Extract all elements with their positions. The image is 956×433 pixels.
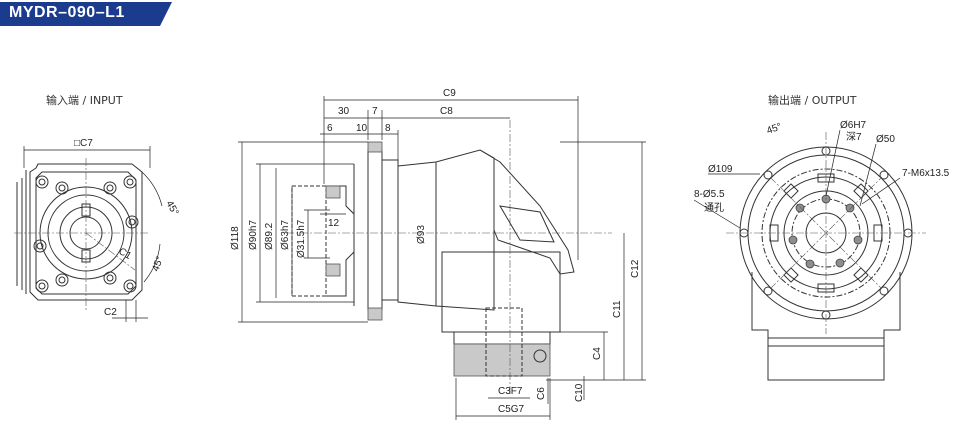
o63-label: Ø63h7: [280, 220, 291, 250]
input-bolts: [33, 175, 139, 293]
input-flange-outline: [29, 163, 143, 301]
angle-arc-top: [141, 171, 163, 207]
angle-bottom-label: 45°: [150, 255, 166, 273]
gearbox-body: [397, 149, 495, 311]
angle-arc-bottom: [143, 243, 161, 283]
through-hole-label: 通孔: [704, 202, 724, 214]
c9-label: C9: [443, 88, 456, 99]
c6-label: C6: [536, 387, 547, 400]
output-view-title: 输出端 / OUTPUT: [768, 94, 857, 107]
elbow-window: [499, 205, 555, 243]
o109-label: Ø109: [708, 164, 733, 175]
adapter-profile: [326, 185, 355, 297]
c2-label: C2: [104, 307, 117, 318]
o31-label: Ø31.5h7: [296, 219, 307, 258]
c10-label: C10: [574, 383, 585, 402]
depth-label: 深7: [846, 131, 862, 143]
elbow-housing: [479, 149, 575, 275]
output-pin-hole: [533, 349, 547, 363]
dim-6-label: 6: [327, 123, 333, 134]
output-housing: [441, 251, 561, 333]
o6-label: Ø6H7: [840, 120, 867, 131]
o50-label: Ø50: [876, 134, 895, 145]
flange-section-bottom: [367, 307, 383, 321]
dim-12-label: 12: [328, 218, 340, 229]
flange-section-top: [367, 141, 383, 153]
c12-label: C12: [630, 259, 641, 278]
dim-8-label: 8: [385, 123, 391, 134]
flange-collar: [381, 159, 399, 301]
o55-label: 8-Ø5.5: [694, 189, 725, 200]
input-view: □C7 45° 45° C1 C2: [14, 138, 180, 322]
output-diagonal-2: [769, 176, 883, 290]
c3-label: C3F7: [498, 386, 523, 397]
c1-label: C1: [117, 246, 134, 262]
output-view: 45° Ø6H7 深7 Ø50 Ø109 7-M6x13.5 8-Ø5.5 通孔: [693, 120, 950, 381]
c8-label: C8: [440, 106, 453, 117]
o90-label: Ø90h7: [248, 220, 259, 250]
output-angle-label: 45°: [765, 121, 783, 137]
input-diagonal: [85, 232, 136, 271]
angle-top-label: 45°: [163, 199, 180, 218]
dim-10-label: 10: [356, 123, 368, 134]
dim-7-label: 7: [372, 106, 378, 117]
adapter-section-bottom: [325, 263, 341, 277]
o118-label: Ø118: [230, 226, 241, 250]
input-view-title: 输入端 / INPUT: [46, 94, 123, 107]
badge-background: [0, 2, 172, 26]
side-view: C9 C8 30 7 6 10 8 Ø118 Ø90h7 Ø89.2 Ø63h7…: [230, 88, 646, 420]
dim-30-label: 30: [338, 106, 350, 117]
c5-label: C5G7: [498, 404, 525, 415]
m6-label: 7-M6x13.5: [902, 168, 950, 179]
output-lower-housing: [751, 272, 901, 381]
output-shaft-hidden: [485, 307, 523, 377]
output-threaded-holes: [788, 194, 863, 269]
adapter-section-top: [325, 185, 341, 199]
o89-label: Ø89.2: [264, 222, 275, 250]
input-flange-inner: [35, 171, 137, 295]
o93-label: Ø93: [416, 225, 427, 244]
output-diagonal-1: [769, 176, 883, 290]
model-badge: MYDR–090–L1: [0, 0, 185, 28]
c7-label: □C7: [74, 138, 93, 149]
main-flange: [367, 149, 383, 311]
c11-label: C11: [612, 300, 623, 318]
c4-label: C4: [592, 347, 603, 360]
badge-shape: [0, 2, 172, 26]
model-title: MYDR–090–L1: [9, 4, 125, 21]
output-shaft-section: [453, 343, 551, 377]
output-flange-ring: [453, 331, 551, 345]
